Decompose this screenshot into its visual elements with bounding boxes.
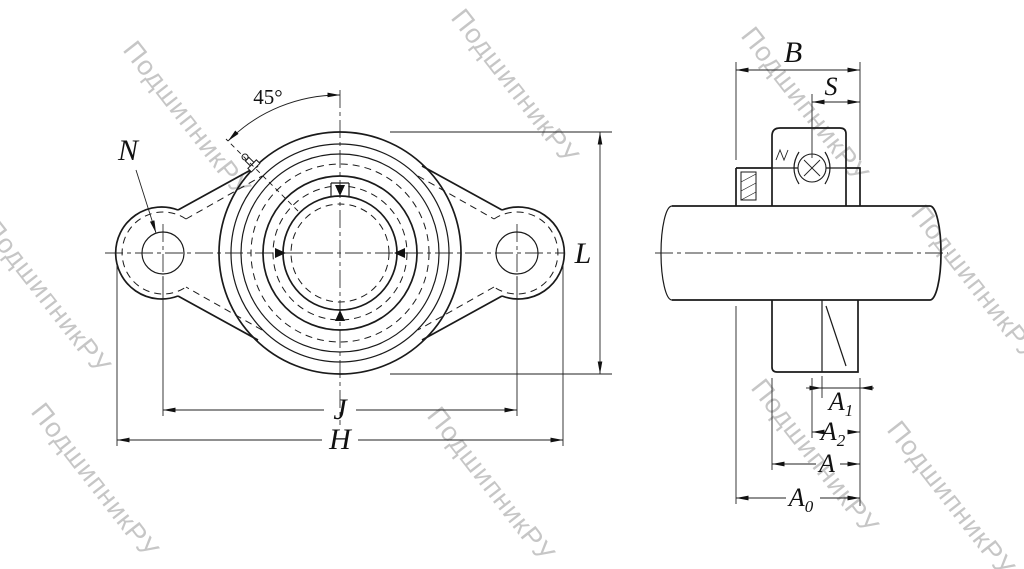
bore-arrows [275, 182, 405, 321]
shaft [660, 205, 942, 301]
bolt-hole-left [141, 231, 185, 275]
label-a: A [817, 449, 835, 478]
label-a1: A1 [827, 387, 853, 420]
angle-label: 45° [253, 85, 282, 109]
set-screw [740, 171, 757, 201]
label-a2: A2 [819, 417, 846, 450]
watermark-text: ПодшипникРУ [0, 213, 117, 380]
watermark-text: ПодшипникРУ [25, 397, 165, 564]
bolt-hole-right [495, 231, 539, 275]
front-view: 45° N L J H [105, 85, 612, 456]
label-b: B [784, 36, 802, 69]
centerlines [105, 90, 565, 425]
dim-s: S [811, 72, 860, 158]
watermark-text: ПодшипникРУ [421, 401, 561, 568]
label-s: S [825, 72, 838, 101]
flange-outline [114, 165, 566, 341]
dim-b: B [735, 36, 861, 160]
dim-angle-45: 45° [225, 85, 341, 212]
watermark-layer: ПодшипникРУ ПодшипникРУ ПодшипникРУ Подш… [0, 3, 1024, 569]
flange-body [771, 300, 859, 373]
label-l: L [574, 237, 592, 270]
dim-j: J [162, 277, 518, 426]
n-leader: N [117, 134, 157, 234]
watermark-text: ПодшипникРУ [745, 373, 885, 540]
watermark-text: ПодшипникРУ [905, 199, 1024, 366]
dim-l: L [390, 131, 612, 375]
seal-line [775, 148, 789, 162]
dim-a: A [771, 378, 860, 478]
dim-h: H [116, 262, 564, 456]
side-view: B S A1 A2 A [655, 36, 948, 516]
dim-a1: A1 [806, 376, 874, 420]
label-a0: A0 [787, 483, 814, 516]
watermark-text: ПодшипникРУ [881, 415, 1021, 569]
watermark-text: ПодшипникРУ [445, 3, 585, 170]
bearing-section [735, 127, 861, 206]
dim-a2: A2 [811, 378, 860, 450]
label-n: N [117, 134, 140, 167]
label-h: H [328, 423, 353, 456]
dim-a0: A0 [735, 306, 860, 516]
grease-fitting-icon [241, 153, 261, 173]
label-j: J [333, 393, 348, 426]
